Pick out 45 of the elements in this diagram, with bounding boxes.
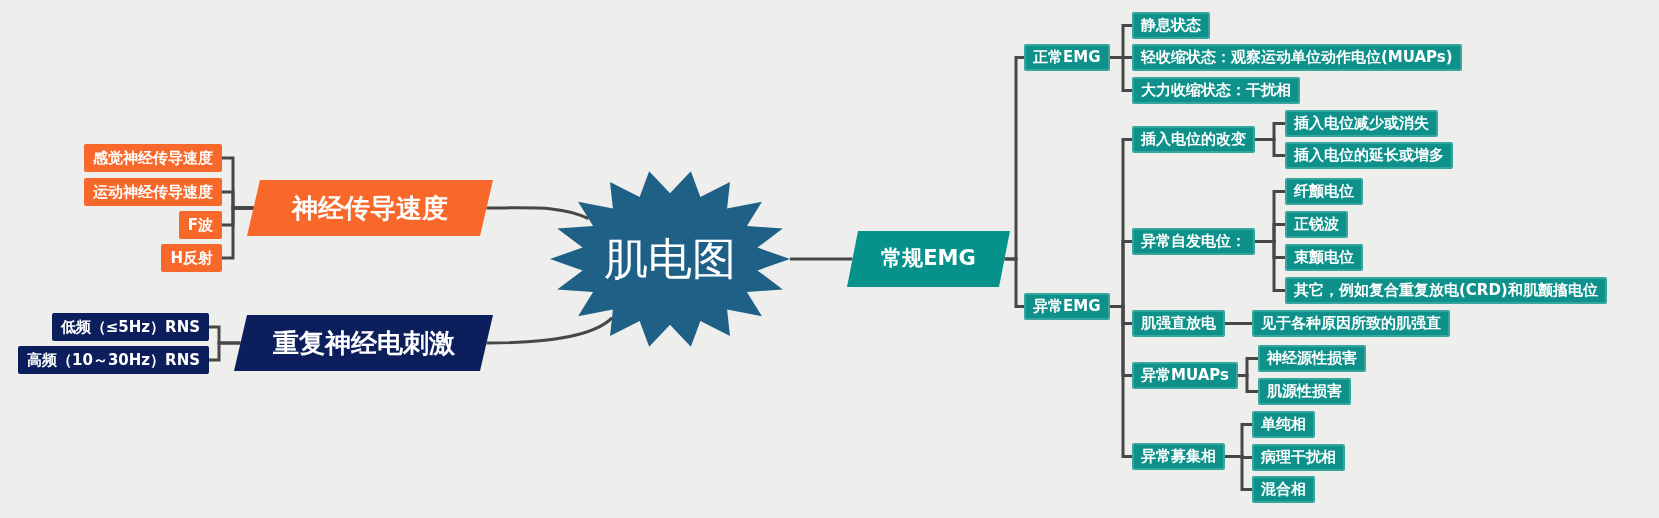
connector-line (1004, 257, 1024, 308)
topic-box: 正常EMG (1024, 44, 1110, 71)
topic-box: 肌源性损害 (1258, 378, 1351, 405)
topic-box: 异常MUAPs (1132, 362, 1238, 389)
topic-box: 单纯相 (1252, 411, 1315, 438)
branch-parallelogram: 常规EMG (847, 231, 1010, 287)
topic-box: 异常自发电位： (1132, 228, 1255, 255)
connector-line (1225, 322, 1252, 325)
topic-box: 异常募集相 (1132, 443, 1225, 470)
starburst: 肌电图 (550, 170, 790, 348)
connector-line (1255, 138, 1285, 157)
connector-line (1109, 56, 1132, 92)
connector-line (486, 316, 613, 345)
topic-box: 运动神经传导速度 (84, 178, 222, 206)
connector-line (1237, 374, 1258, 393)
connector-line (209, 341, 241, 362)
topic-box: 病理干扰相 (1252, 444, 1345, 471)
connector-line (1109, 305, 1132, 458)
connector-line (1225, 455, 1252, 491)
topic-box: 大力收缩状态：干扰相 (1132, 77, 1300, 104)
topic-box: 见于各种原因所致的肌强直 (1252, 310, 1450, 337)
connector-line (790, 257, 853, 261)
topic-box: 插入电位减少或消失 (1285, 110, 1438, 137)
topic-box: 插入电位的改变 (1132, 126, 1255, 153)
topic-box: 高频（10～30Hz）RNS (18, 346, 209, 374)
topic-box: 其它，例如复合重复放电(CRD)和肌颤搐电位 (1285, 277, 1607, 304)
topic-box: 异常EMG (1024, 293, 1110, 320)
topic-box: 纤颤电位 (1285, 178, 1363, 205)
topic-box: 静息状态 (1132, 12, 1210, 39)
topic-box: 插入电位的延长或增多 (1285, 142, 1453, 169)
topic-box: 低频（≤5Hz）RNS (51, 313, 209, 341)
topic-box: 轻收缩状态：观察运动单位动作电位(MUAPs) (1132, 44, 1462, 71)
topic-box: 感觉神经传导速度 (84, 144, 222, 172)
connector-line (222, 206, 254, 260)
topic-box: H反射 (161, 244, 222, 272)
topic-box: 神经源性损害 (1258, 345, 1366, 372)
topic-box: F波 (178, 211, 222, 239)
connector-line (486, 206, 590, 221)
topic-box: 肌强直放电 (1132, 310, 1225, 337)
topic-box: 混合相 (1252, 476, 1315, 503)
topic-box: 束颤电位 (1285, 244, 1363, 271)
branch-parallelogram: 神经传导速度 (247, 180, 493, 236)
topic-box: 正锐波 (1285, 211, 1348, 238)
connector-line (1255, 240, 1285, 292)
branch-parallelogram: 重复神经电刺激 (234, 315, 493, 371)
